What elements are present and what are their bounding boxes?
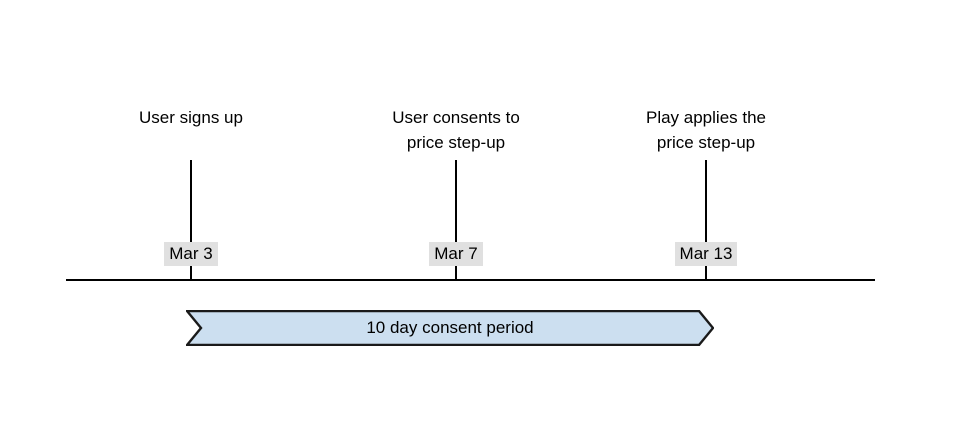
consent-period-arrow-shape (186, 310, 714, 346)
event-caption: User consents to price step-up (392, 108, 520, 152)
arrow-polygon (187, 311, 713, 345)
event-tick-line (455, 160, 457, 281)
event-caption: Play applies the price step-up (645, 108, 767, 152)
consent-period-banner: 10 day consent period (186, 310, 714, 346)
event-caption: User signs up (139, 108, 243, 127)
timeline-axis (66, 279, 875, 281)
consent-period-label: 10 day consent period (366, 318, 534, 337)
event-tick-line (705, 160, 707, 281)
event-tick-line (190, 160, 192, 281)
